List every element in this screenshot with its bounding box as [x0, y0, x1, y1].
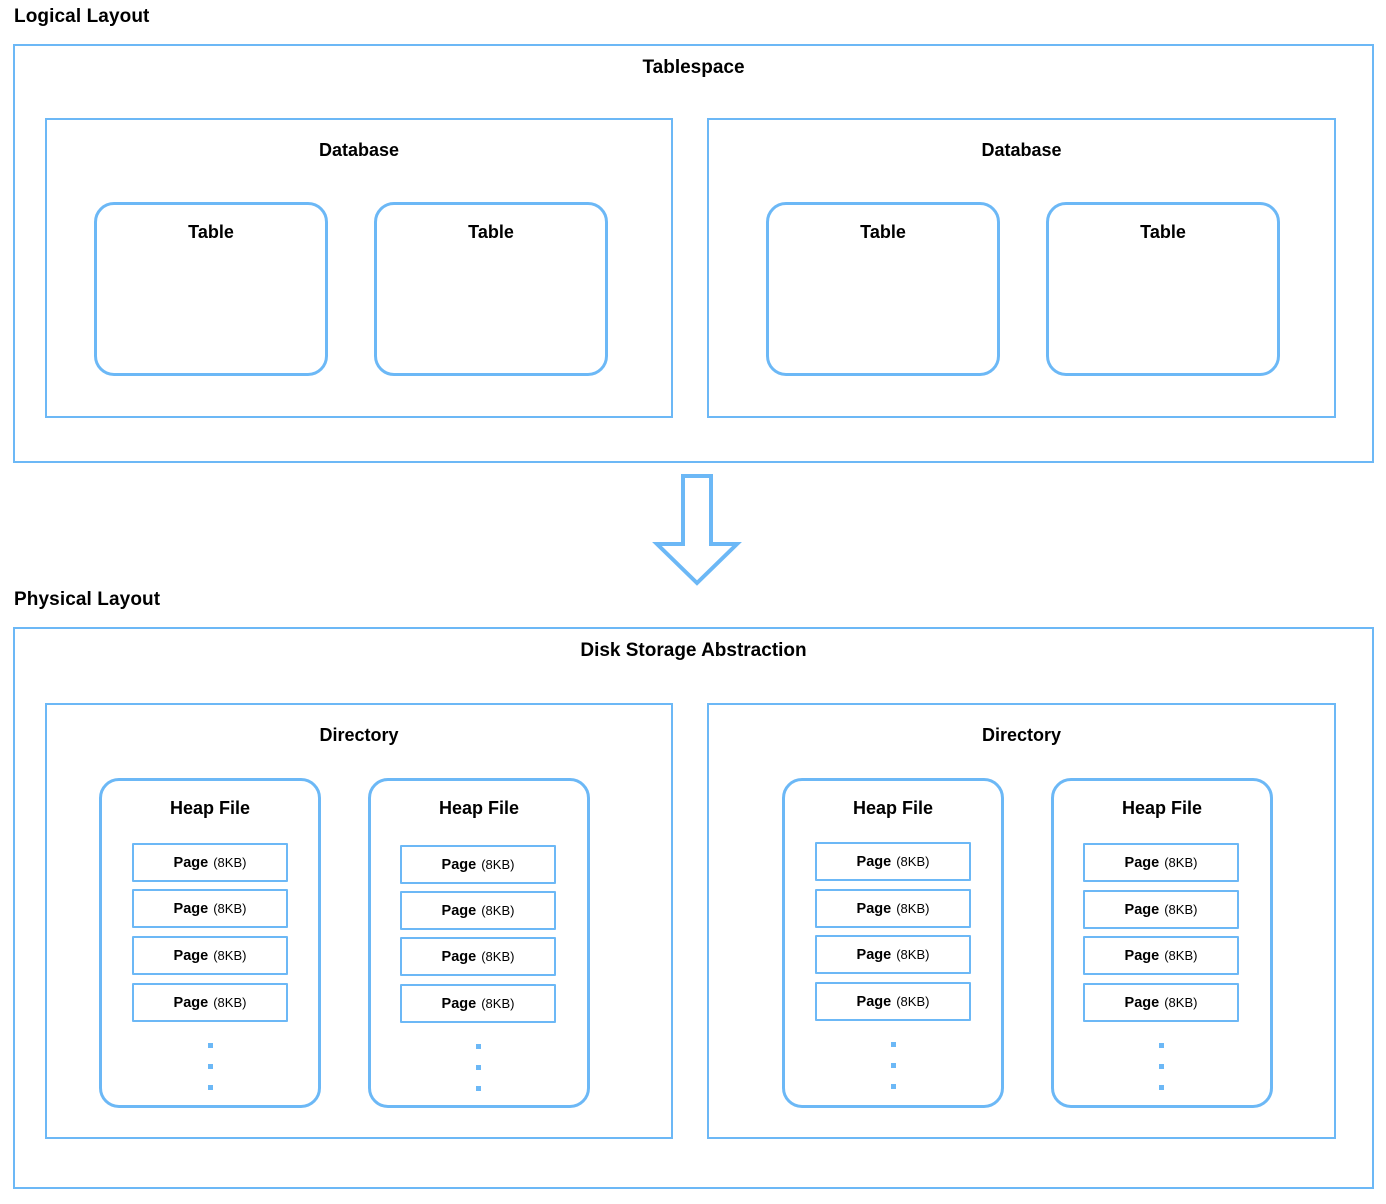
page-size: (8KB)	[1164, 948, 1198, 963]
page-size: (8KB)	[1164, 995, 1198, 1010]
database-box-1: Database	[45, 118, 673, 418]
page-box: Page (8KB)	[132, 843, 288, 882]
page-size: (8KB)	[896, 854, 930, 869]
heap-file-title-2-1: Heap File	[852, 798, 934, 818]
page-box: Page (8KB)	[1083, 936, 1239, 975]
tablespace-title: Tablespace	[642, 57, 745, 78]
page-label: Page	[1124, 994, 1160, 1011]
page-label: Page	[441, 902, 477, 919]
heap-file-title-2-2: Heap File	[1121, 798, 1203, 818]
page-box: Page (8KB)	[1083, 843, 1239, 882]
directory-title-2: Directory	[981, 725, 1062, 745]
page-size: (8KB)	[213, 995, 247, 1010]
page-label: Page	[173, 947, 209, 964]
table-title-2-2: Table	[1140, 222, 1186, 242]
page-label: Page	[856, 993, 892, 1010]
page-size: (8KB)	[213, 948, 247, 963]
physical-layout-label: Physical Layout	[14, 589, 161, 610]
page-box: Page (8KB)	[815, 889, 971, 928]
database-title-1: Database	[318, 140, 400, 160]
heap-file-box-2-1: Heap File	[782, 778, 1004, 1108]
page-box: Page (8KB)	[815, 935, 971, 974]
heap-file-title-1-1: Heap File	[169, 798, 251, 818]
disk-storage-abstraction-title: Disk Storage Abstraction	[580, 640, 807, 661]
page-size: (8KB)	[896, 994, 930, 1009]
page-size: (8KB)	[213, 901, 247, 916]
page-box: Page (8KB)	[815, 842, 971, 881]
table-title-1-1: Table	[188, 222, 234, 242]
page-box: Page (8KB)	[132, 983, 288, 1022]
table-title-1-2: Table	[468, 222, 514, 242]
page-box: Page (8KB)	[400, 845, 556, 884]
page-label: Page	[856, 900, 892, 917]
tablespace-container: Tablespace	[13, 44, 1374, 463]
page-label: Page	[1124, 854, 1160, 871]
page-label: Page	[173, 994, 209, 1011]
page-box: Page (8KB)	[132, 889, 288, 928]
page-label: Page	[1124, 901, 1160, 918]
page-size: (8KB)	[481, 903, 515, 918]
page-label: Page	[441, 995, 477, 1012]
page-size: (8KB)	[213, 855, 247, 870]
page-label: Page	[1124, 947, 1160, 964]
heap-file-box-2-2: Heap File	[1051, 778, 1273, 1108]
page-size: (8KB)	[896, 901, 930, 916]
heap-file-title-1-2: Heap File	[438, 798, 520, 818]
page-box: Page (8KB)	[400, 891, 556, 930]
page-box: Page (8KB)	[400, 937, 556, 976]
table-box-1-2: Table	[374, 202, 608, 376]
page-size: (8KB)	[481, 857, 515, 872]
page-size: (8KB)	[896, 947, 930, 962]
logical-layout-label: Logical Layout	[14, 6, 150, 27]
vertical-ellipsis-icon	[207, 1043, 213, 1090]
vertical-ellipsis-icon	[890, 1042, 896, 1089]
page-size: (8KB)	[481, 996, 515, 1011]
page-box: Page (8KB)	[132, 936, 288, 975]
page-label: Page	[441, 856, 477, 873]
page-box: Page (8KB)	[400, 984, 556, 1023]
directory-title-1: Directory	[319, 725, 399, 745]
page-box: Page (8KB)	[1083, 983, 1239, 1022]
page-box: Page (8KB)	[1083, 890, 1239, 929]
table-box-1-1: Table	[94, 202, 328, 376]
page-size: (8KB)	[481, 949, 515, 964]
database-box-2: Database	[707, 118, 1336, 418]
vertical-ellipsis-icon	[475, 1044, 481, 1091]
heap-file-box-1-1: Heap File	[99, 778, 321, 1108]
directory-box-1: Directory	[45, 703, 673, 1139]
page-label: Page	[856, 946, 892, 963]
page-label: Page	[441, 948, 477, 965]
vertical-ellipsis-icon	[1158, 1043, 1164, 1090]
directory-box-2: Directory	[707, 703, 1336, 1139]
page-label: Page	[173, 900, 209, 917]
down-arrow-icon	[651, 472, 743, 588]
heap-file-box-1-2: Heap File	[368, 778, 590, 1108]
page-label: Page	[173, 854, 209, 871]
page-size: (8KB)	[1164, 902, 1198, 917]
table-box-2-2: Table	[1046, 202, 1280, 376]
page-label: Page	[856, 853, 892, 870]
database-title-2: Database	[981, 140, 1062, 160]
table-box-2-1: Table	[766, 202, 1000, 376]
disk-storage-abstraction-container: Disk Storage Abstraction	[13, 627, 1374, 1189]
page-size: (8KB)	[1164, 855, 1198, 870]
table-title-2-1: Table	[860, 222, 906, 242]
page-box: Page (8KB)	[815, 982, 971, 1021]
